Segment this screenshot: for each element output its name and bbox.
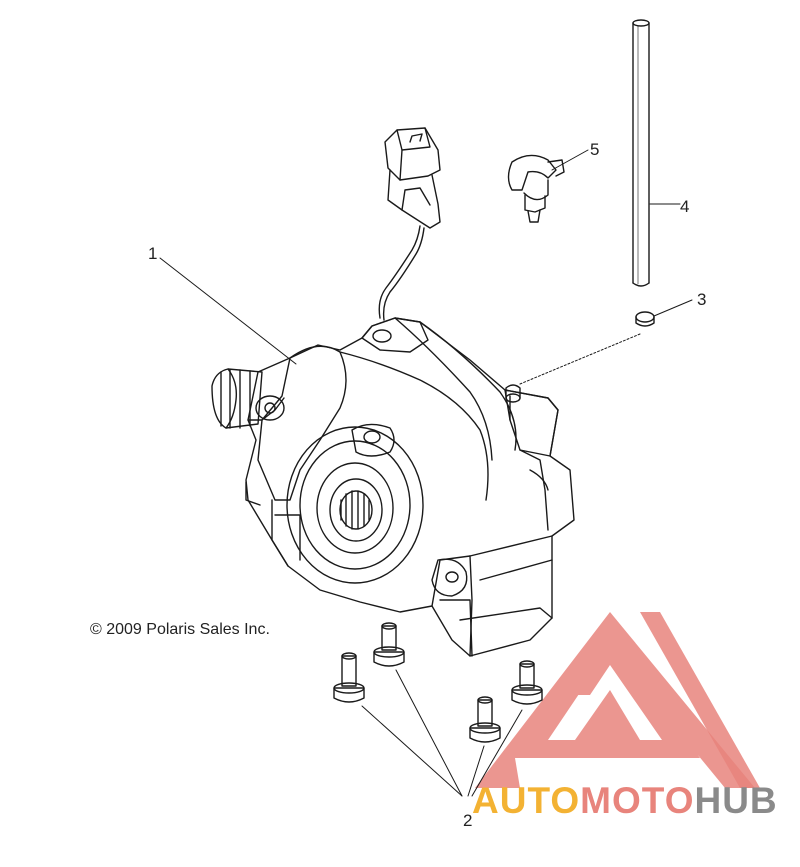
- bolts-part-2: [333, 622, 543, 743]
- callout-4: 4: [680, 197, 689, 216]
- clamp-part-3: [635, 311, 655, 327]
- bolt: [511, 660, 543, 705]
- leader-lines: [159, 149, 693, 797]
- watermark-logo: [475, 612, 760, 788]
- bolt: [333, 652, 365, 703]
- copyright-notice: © 2009 Polaris Sales Inc.: [90, 621, 270, 638]
- gearcase-housing: [211, 317, 575, 657]
- watermark-moto: MOTO: [580, 780, 695, 821]
- watermark-hub: HUB: [694, 780, 778, 821]
- bolt: [469, 696, 501, 743]
- connector: [378, 127, 441, 321]
- callout-1: 1: [148, 244, 157, 263]
- callout-5: 5: [590, 140, 599, 159]
- bolt: [373, 622, 405, 667]
- tube-part-4: [632, 19, 650, 287]
- callout-2: 2: [463, 811, 472, 830]
- callout-3: 3: [697, 290, 706, 309]
- watermark-auto: AUTO: [472, 780, 581, 821]
- clip-part-5: [507, 154, 565, 223]
- watermark-text: AUTOMOTOHUB: [472, 780, 778, 822]
